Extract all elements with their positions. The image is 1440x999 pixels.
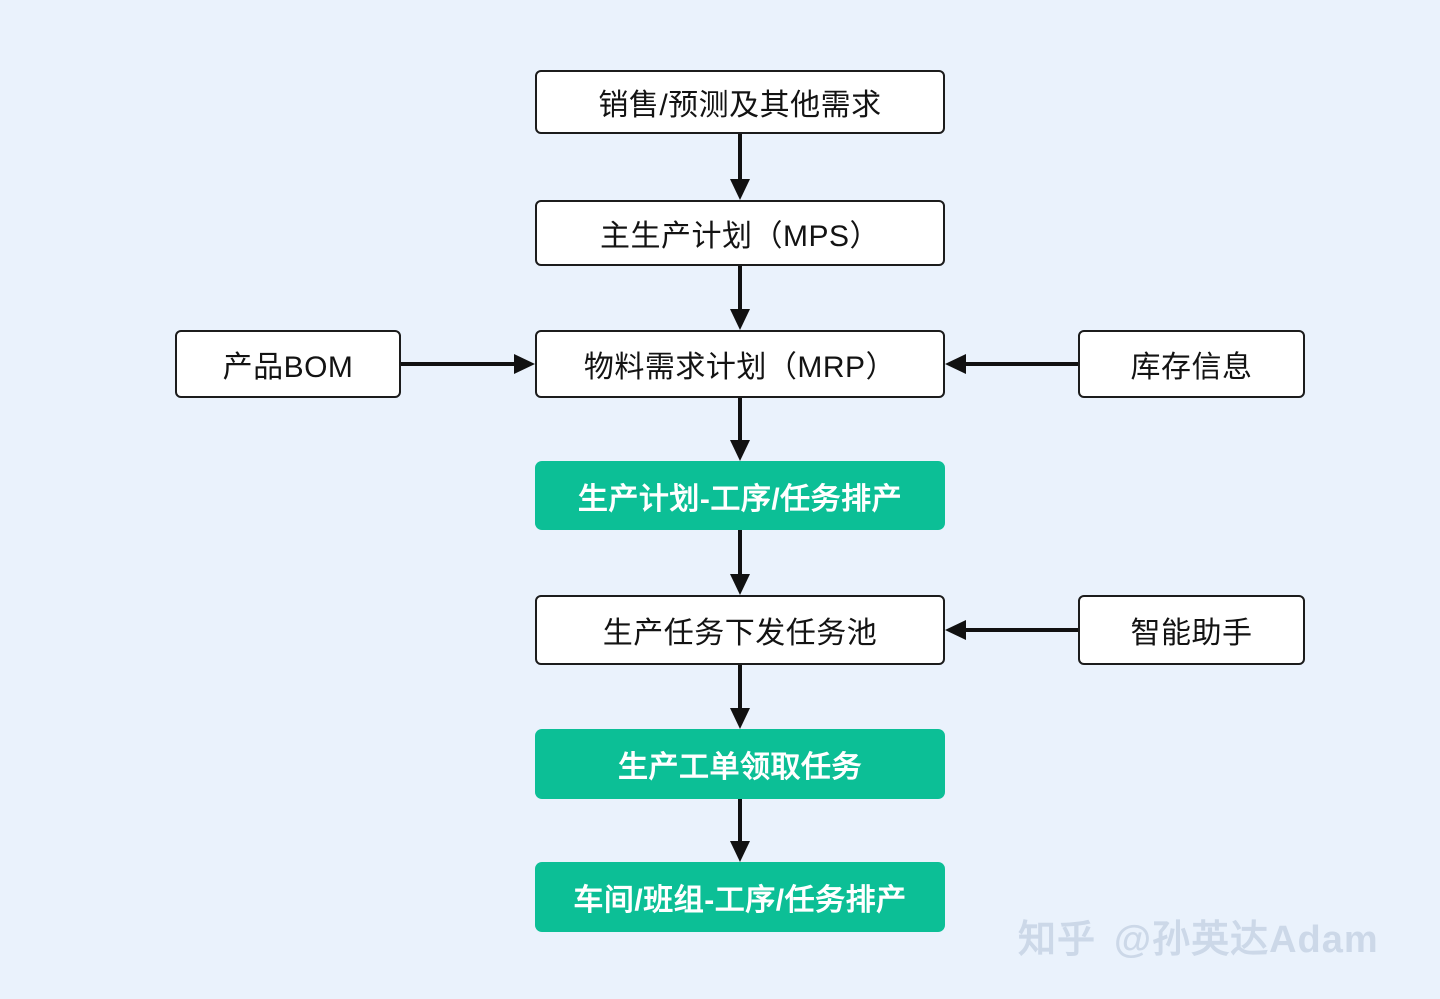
watermark-site: 知乎 <box>1018 919 1097 961</box>
node-master-production-schedule[interactable]: 主生产计划（MPS） <box>535 200 945 266</box>
arrow-demand-to-mps <box>730 134 750 200</box>
arrow-bom-to-mrp <box>401 354 535 374</box>
node-sales-forecast-demand[interactable]: 销售/预测及其他需求 <box>535 70 945 134</box>
arrow-mps-to-mrp <box>730 266 750 330</box>
node-workshop-team-operation-task-scheduling[interactable]: 车间/班组-工序/任务排产 <box>535 862 945 932</box>
node-product-bom[interactable]: 产品BOM <box>175 330 401 398</box>
node-production-task-dispatch-pool[interactable]: 生产任务下发任务池 <box>535 595 945 665</box>
node-production-plan-operation-task-scheduling[interactable]: 生产计划-工序/任务排产 <box>535 461 945 530</box>
arrow-task-pool-to-work-order <box>730 665 750 729</box>
node-inventory-information[interactable]: 库存信息 <box>1078 330 1305 398</box>
arrow-work-order-to-workshop <box>730 799 750 862</box>
arrow-mrp-to-production-plan <box>730 398 750 461</box>
watermark-handle: @孙英达Adam <box>1114 919 1379 961</box>
arrow-assistant-to-task-pool <box>945 620 1078 640</box>
arrow-inventory-to-mrp <box>945 354 1078 374</box>
node-smart-assistant[interactable]: 智能助手 <box>1078 595 1305 665</box>
node-work-order-task-claim[interactable]: 生产工单领取任务 <box>535 729 945 799</box>
node-material-requirements-planning[interactable]: 物料需求计划（MRP） <box>535 330 945 398</box>
arrow-production-plan-to-task-pool <box>730 530 750 595</box>
watermark: 知乎 @孙英达Adam <box>1018 908 1379 963</box>
